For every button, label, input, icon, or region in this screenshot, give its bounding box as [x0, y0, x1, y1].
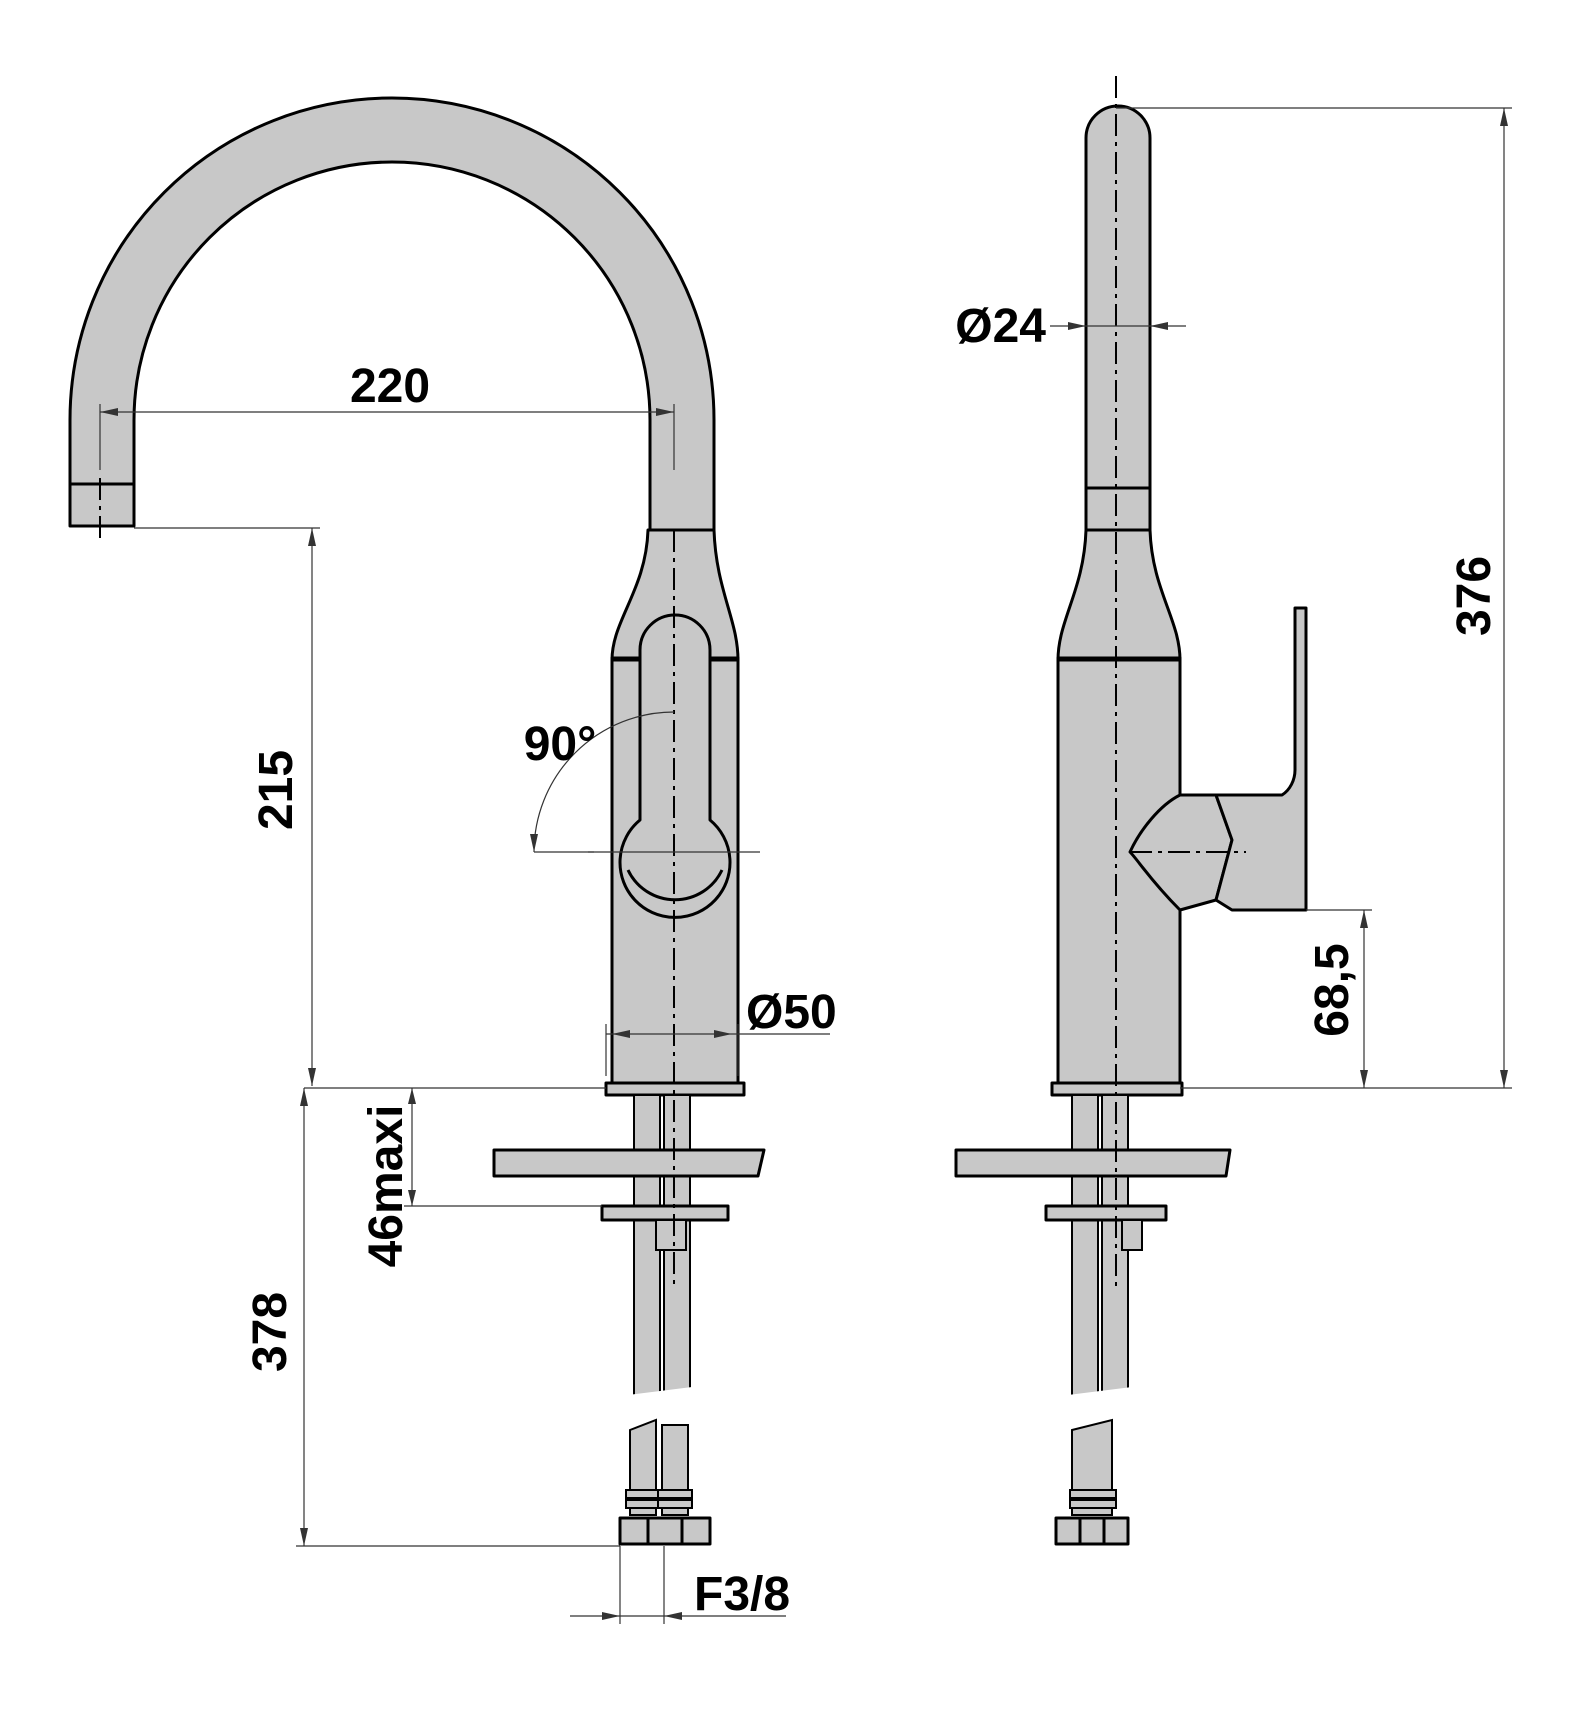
label-total-height: 376: [1448, 556, 1501, 636]
label-hose-length: 378: [244, 1292, 297, 1372]
front-fixing-bracket: [492, 1148, 766, 1178]
side-spout: [1084, 104, 1152, 532]
label-body-diameter: Ø50: [746, 986, 837, 1039]
front-spout-tip: [68, 482, 136, 528]
front-view: [68, 96, 766, 1546]
side-lock-nut: [1044, 1204, 1168, 1222]
label-connection-thread: F3/8: [694, 1568, 790, 1621]
side-lever-handle: [1214, 606, 1308, 912]
side-view: [954, 76, 1308, 1546]
label-spout-height: 215: [250, 750, 303, 830]
label-max-deck-thickness: 46maxi: [360, 1105, 413, 1268]
dimension-lines: [99, 107, 1512, 1624]
label-handle-height: 68,5: [1306, 943, 1359, 1036]
front-spout-arc: [68, 96, 716, 532]
label-handle-rotation: 90°: [524, 718, 597, 771]
label-spout-reach: 220: [350, 360, 430, 413]
side-fixing-bracket: [954, 1148, 1232, 1178]
label-spout-diameter: Ø24: [955, 300, 1046, 353]
side-body-neck: [1056, 528, 1182, 662]
front-hex-nut: [618, 1516, 712, 1546]
front-lock-nut: [600, 1204, 730, 1222]
side-hex-nut: [1054, 1516, 1130, 1546]
dimension-labels: 220 215 Ø24 Ø50 90° 376 68,5 46maxi 378 …: [244, 300, 1501, 1621]
